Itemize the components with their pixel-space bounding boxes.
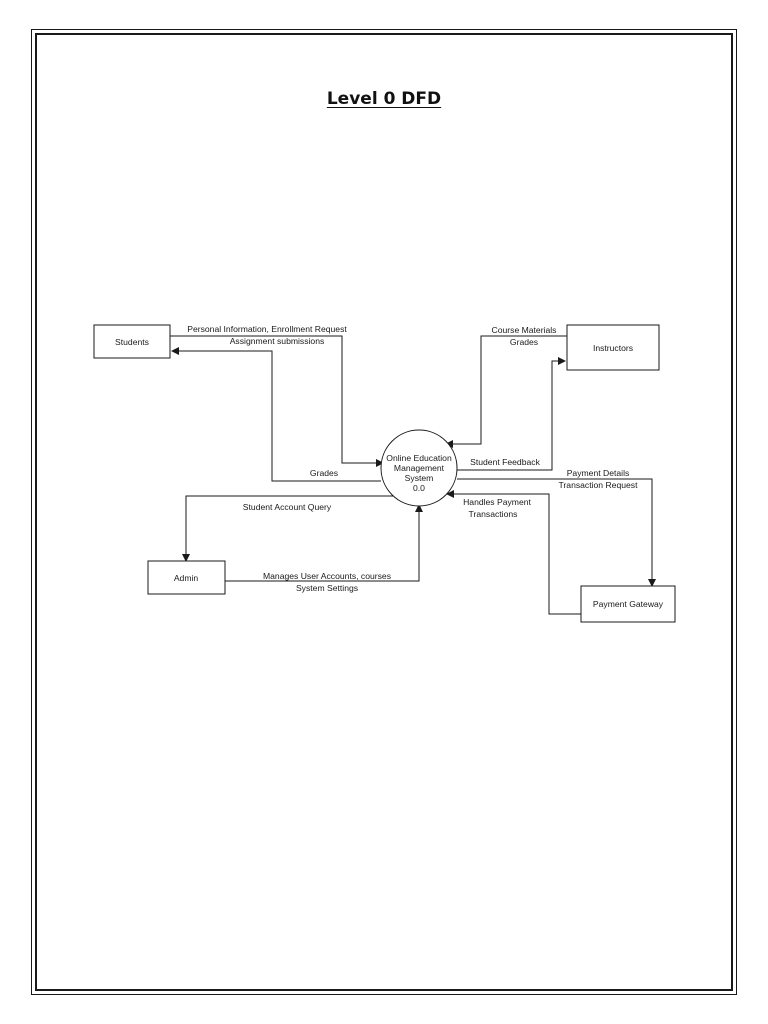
flow-label-system-to-payment-1: Payment Details <box>567 468 630 478</box>
flow-label-payment-to-system-1: Handles Payment <box>463 497 531 507</box>
flow-label-admin-to-system-2: System Settings <box>296 583 358 593</box>
flow-label-instructors-to-system-1: Course Materials <box>492 325 557 335</box>
flow-students-to-system <box>170 335 384 467</box>
process-circle: Online Education Management System 0.0 <box>380 429 458 507</box>
flow-label-students-to-system-2: Assignment submissions <box>230 336 325 346</box>
page-border-outer <box>31 29 737 995</box>
entity-payment-gateway-label: Payment Gateway <box>593 599 664 609</box>
entity-payment-gateway: Payment Gateway <box>580 585 676 623</box>
flow-label-system-to-instructors: Student Feedback <box>470 457 540 467</box>
flow-system-to-instructors <box>455 357 566 471</box>
flow-system-to-payment <box>457 478 656 587</box>
entity-instructors: Instructors <box>566 324 660 371</box>
flow-label-system-to-admin: Student Account Query <box>243 502 332 512</box>
process-label-line-1: Online Education <box>386 453 452 463</box>
flow-label-instructors-to-system-2: Grades <box>510 337 538 347</box>
flow-label-system-to-payment-2: Transaction Request <box>559 480 639 490</box>
entity-students-label: Students <box>115 337 149 347</box>
process-label-line-4: 0.0 <box>413 483 425 493</box>
entity-students: Students <box>93 324 171 359</box>
flow-label-system-to-students: Grades <box>310 468 338 478</box>
process-label-line-3: System <box>405 473 434 483</box>
entity-admin: Admin <box>147 560 226 595</box>
page-border-inner <box>35 33 733 991</box>
diagram-title: Level 0 DFD <box>326 89 442 109</box>
flow-payment-to-system <box>446 490 581 615</box>
process-label-line-2: Management <box>394 463 445 473</box>
flow-label-admin-to-system-1: Manages User Accounts, courses <box>263 571 391 581</box>
flow-label-payment-to-system-2: Transactions <box>469 509 518 519</box>
entity-admin-label: Admin <box>174 573 199 583</box>
flow-instructors-to-system <box>445 335 567 448</box>
entity-instructors-label: Instructors <box>593 343 633 353</box>
flow-system-to-admin <box>182 495 395 562</box>
flow-label-students-to-system-1: Personal Information, Enrollment Request <box>187 324 347 334</box>
flow-admin-to-system <box>225 504 423 582</box>
flow-system-to-students <box>171 347 381 482</box>
